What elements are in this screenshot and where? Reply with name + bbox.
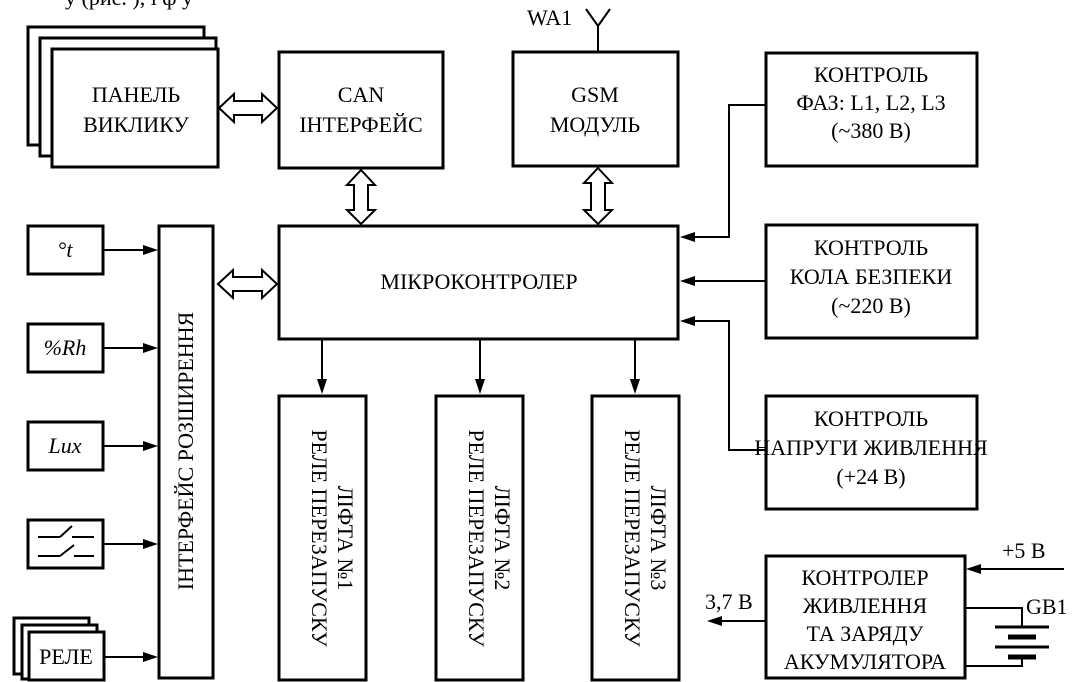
expansion-interface-block: ІНТЕРФЕЙС РОЗШИРЕННЯ [157, 224, 215, 680]
restart-relay-1: РЕЛЕ ПЕРЕЗАПУСКУ ЛІФТА №1 [277, 394, 368, 682]
call-panel-block: ПАНЕЛЬ ВИКЛИКУ [26, 25, 220, 169]
switch-input-block [26, 518, 105, 570]
sensor-wires [103, 245, 158, 662]
battery-icon [965, 607, 1049, 667]
relay-1-line2: ЛІФТА №1 [333, 486, 358, 591]
supply-control-line1: КОНТРОЛЬ [814, 406, 928, 431]
restart-relay-3: РЕЛЕ ПЕРЕЗАПУСКУ ЛІФТА №3 [590, 394, 681, 682]
relay-1-line1: РЕЛЕ ПЕРЕЗАПУСКУ [307, 429, 332, 647]
safety-control-block: КОНТРОЛЬ КОЛА БЕЗПЕКИ (~220 В) [764, 223, 979, 340]
can-interface-block: CAN ІНТЕРФЕЙС [277, 50, 445, 170]
antenna-icon [585, 8, 611, 52]
bus-arrow-can-mcu [344, 168, 378, 226]
safety-control-line1: КОНТРОЛЬ [814, 235, 928, 260]
humidity-sensor-block: %Rh [26, 322, 105, 374]
phase-control-block: КОНТРОЛЬ ФАЗ: L1, L2, L3 (~380 В) [764, 51, 979, 168]
charger-line4: АКУМУЛЯТОРА [784, 649, 946, 674]
relay-2-line2: ЛІФТА №2 [490, 486, 515, 591]
safety-control-line2: КОЛА БЕЗПЕКИ [790, 264, 953, 289]
battery-label: GB1 [1026, 594, 1068, 619]
phase-control-line1: КОНТРОЛЬ [814, 62, 928, 87]
supply-control-line2: НАПРУГИ ЖИВЛЕННЯ [754, 435, 988, 460]
humidity-label: %Rh [44, 335, 87, 360]
relay-wires [317, 339, 640, 394]
lux-sensor-block: Lux [26, 420, 105, 472]
supply-control-block: КОНТРОЛЬ НАПРУГИ ЖИВЛЕННЯ (+24 В) [754, 394, 988, 511]
antenna-label: WA1 [527, 5, 572, 30]
mcu-label: МІКРОКОНТРОЛЕР [380, 269, 577, 294]
bus-arrow-panel-can [217, 91, 279, 125]
lux-label: Lux [48, 433, 82, 458]
can-line1: CAN [338, 82, 385, 107]
phase-control-line3: (~380 В) [831, 118, 911, 143]
safety-control-line3: (~220 В) [831, 293, 911, 318]
bus-arrow-gsm-mcu [581, 166, 615, 226]
charger-line2: ЖИВЛЕННЯ [803, 593, 928, 618]
relay-3-line2: ЛІФТА №3 [646, 486, 671, 591]
microcontroller-block: МІКРОКОНТРОЛЕР [277, 224, 680, 341]
call-panel-line2: ВИКЛИКУ [83, 112, 189, 137]
control-wires [680, 104, 766, 451]
gsm-line1: GSM [571, 82, 619, 107]
bus-arrow-expansion-mcu [216, 267, 279, 301]
charger-wires [707, 564, 1064, 626]
phase-control-line2: ФАЗ: L1, L2, L3 [796, 90, 945, 115]
charger-line1: КОНТРОЛЕР [801, 565, 928, 590]
restart-relay-2: РЕЛЕ ПЕРЕЗАПУСКУ ЛІФТА №2 [434, 394, 525, 682]
expansion-label: ІНТЕРФЕЙС РОЗШИРЕННЯ [173, 311, 198, 590]
charger-block: КОНТРОЛЕР ЖИВЛЕННЯ ТА ЗАРЯДУ АКУМУЛЯТОРА [764, 554, 967, 680]
charger-line3: ТА ЗАРЯДУ [806, 621, 923, 646]
top-caption: у (рис. ), ї ф у [65, 0, 193, 10]
relay-input-block: РЕЛЕ [12, 616, 106, 682]
plus5-label: +5 В [1002, 538, 1046, 563]
temp-label: °t [58, 237, 74, 262]
switch-icon [38, 525, 94, 557]
out37-label: 3,7 В [705, 589, 753, 614]
can-line2: ІНТЕРФЕЙС [299, 112, 422, 137]
temp-sensor-block: °t [26, 224, 105, 276]
supply-control-line3: (+24 В) [836, 464, 905, 489]
gsm-line2: МОДУЛЬ [550, 112, 640, 137]
gsm-module-block: GSM МОДУЛЬ [511, 50, 680, 168]
relay-3-line1: РЕЛЕ ПЕРЕЗАПУСКУ [620, 429, 645, 647]
relay-2-line1: РЕЛЕ ПЕРЕЗАПУСКУ [464, 429, 489, 647]
relay-input-label: РЕЛЕ [39, 644, 93, 669]
call-panel-line1: ПАНЕЛЬ [92, 82, 180, 107]
